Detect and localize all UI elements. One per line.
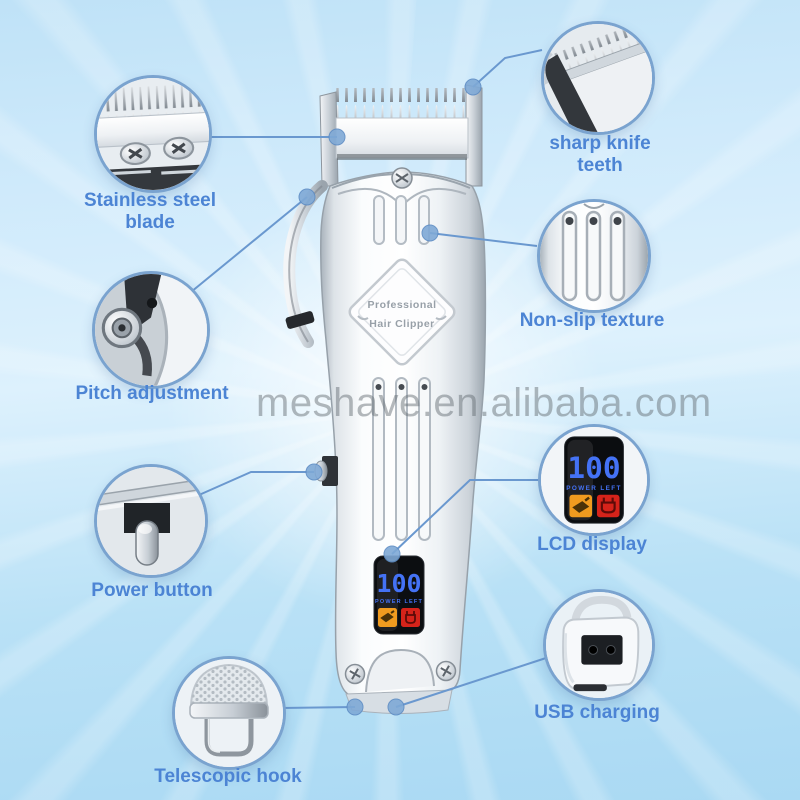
plug-icon — [401, 608, 420, 627]
stainless-blade-zoom-image — [97, 78, 209, 190]
sharp-teeth-zoom-image — [544, 24, 652, 132]
lcd-callout-value: 100 — [567, 451, 620, 485]
lever-grip — [285, 311, 315, 329]
connector-dot-pitch — [298, 188, 316, 206]
upper-vent-slots — [373, 195, 430, 245]
blade-screw — [119, 142, 151, 166]
badge-line1: Professional — [367, 299, 436, 311]
top-screw — [391, 167, 413, 189]
lcd-label: LCD display — [537, 534, 647, 555]
connector-dot-sharp — [464, 78, 482, 96]
clipper-blade — [335, 117, 469, 159]
watermark: meshave.en.alibaba.com — [256, 381, 712, 425]
connector-line-usb — [395, 657, 547, 708]
connector-dot-hook — [346, 698, 364, 716]
usb-callout — [543, 589, 655, 701]
bottom-screw-left — [344, 663, 366, 685]
lcd-zoom-image: 100 POWER LEFT — [541, 427, 647, 533]
hook-zoom-image — [175, 659, 283, 767]
blade-screw — [163, 136, 195, 160]
connector-dot-power — [305, 463, 323, 481]
hair-clipper: Professional Hair Clipper — [283, 84, 487, 714]
plug-icon — [596, 494, 620, 518]
stainless-blade-callout — [94, 75, 212, 193]
lcd-body-value: 100 — [376, 569, 421, 598]
lcd-callout: 100 POWER LEFT — [538, 424, 650, 536]
connector-dots — [298, 78, 482, 716]
nonslip-label: Non-slip texture — [519, 310, 665, 331]
connector-line-hook — [280, 706, 356, 709]
bottom-screw-right — [435, 660, 457, 682]
connector-dot-lcd — [383, 545, 401, 563]
pitch-callout — [92, 271, 210, 389]
power-button-pin — [135, 520, 159, 566]
connector-dot-usb — [387, 698, 405, 716]
pitch-label: Pitch adjustment — [75, 383, 229, 404]
adjustment-knob — [101, 307, 143, 349]
connector-dot-nonslip — [421, 224, 439, 242]
lcd-callout-caption: POWER LEFT — [566, 485, 621, 492]
badge-corner-marks — [357, 315, 447, 321]
hook-wire — [204, 719, 254, 757]
nonslip-zoom-image — [540, 202, 648, 310]
connector-line-power — [198, 471, 314, 496]
connector-line-lcd — [391, 479, 540, 555]
bottom-arch — [365, 648, 435, 693]
power-label: Power button — [91, 580, 213, 601]
sharp-teeth-label: sharp knife teeth — [549, 133, 651, 177]
badge-line2: Hair Clipper — [369, 318, 435, 330]
lcd-body-caption: POWER LEFT — [375, 599, 423, 605]
clipper-teeth — [334, 88, 469, 122]
hook-callout — [172, 656, 286, 770]
usb-zoom-image — [546, 592, 652, 698]
pitch-zoom-image — [95, 274, 207, 386]
diamond-badge: Professional Hair Clipper — [348, 258, 456, 366]
connector-dot-stainless — [328, 128, 346, 146]
power-callout — [94, 464, 208, 578]
connector-line-sharp — [472, 49, 543, 88]
sharp-teeth-callout — [541, 21, 655, 135]
connector-line-pitch — [190, 196, 308, 293]
usb-label: USB charging — [534, 702, 660, 723]
connector-line-nonslip — [429, 232, 538, 247]
stainless-blade-label: Stainless steel blade — [83, 190, 217, 234]
nonslip-callout — [537, 199, 651, 313]
power-zoom-image — [97, 467, 205, 575]
grip-slots — [372, 377, 431, 541]
lcd-screen: 100 POWER LEFT — [373, 555, 425, 635]
connector-lines — [190, 49, 547, 709]
blade-shadow — [337, 154, 467, 160]
hook-label: Telescopic hook — [154, 766, 302, 787]
